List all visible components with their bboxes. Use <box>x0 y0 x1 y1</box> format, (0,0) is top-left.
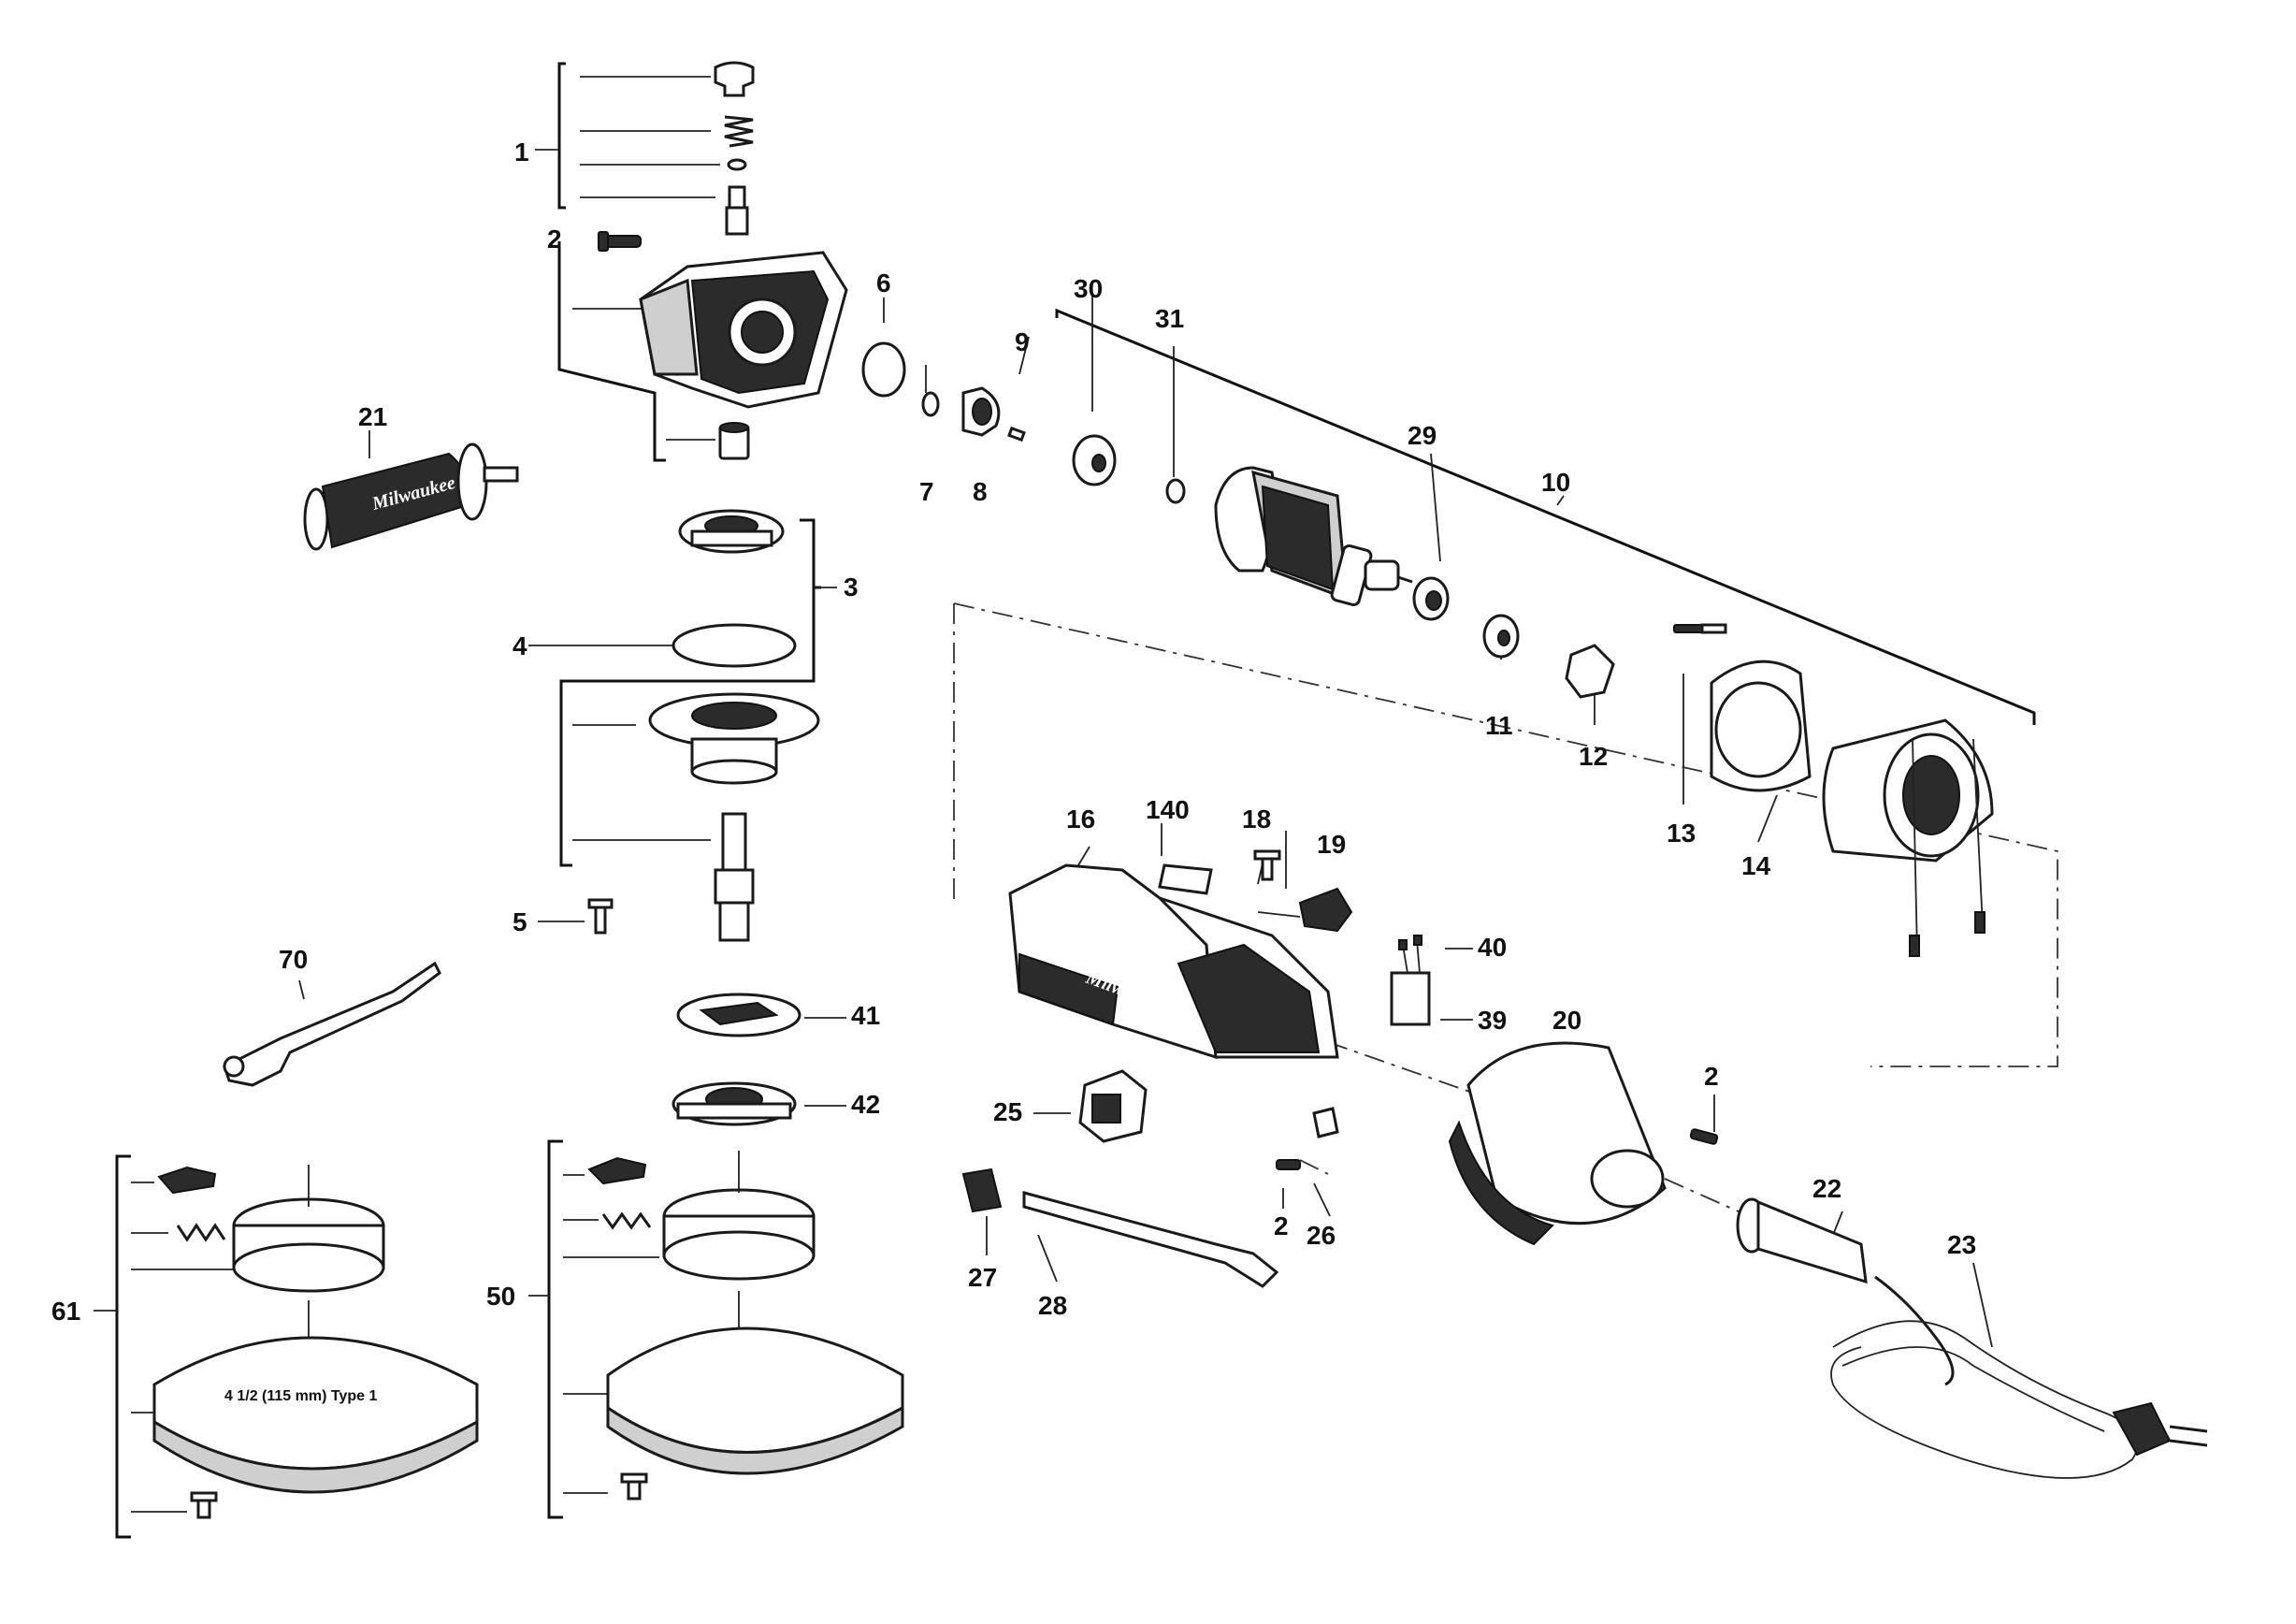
assembly-dashdot-lines <box>953 602 2058 1217</box>
screw-2-rear <box>1689 1128 1719 1145</box>
part-leaders <box>298 295 1993 1348</box>
callout-21: 21 <box>358 402 387 431</box>
backing-flange-42 <box>671 1081 797 1126</box>
baffle-14 <box>1710 660 1812 792</box>
o-ring-6 <box>861 341 906 398</box>
field-stator <box>1822 718 1994 957</box>
guard-marking-text: 4 1/2 (115 mm) Type 1 <box>224 1388 377 1404</box>
callout-6: 6 <box>876 268 891 297</box>
guard-assembly-61: 4 1/2 (115 mm) Type 1 <box>152 1165 479 1519</box>
bearing-29 <box>1412 576 1450 621</box>
spanner-wrench-70 <box>223 961 441 1087</box>
callout-39: 39 <box>1478 1006 1507 1035</box>
washer-11 <box>1482 614 1520 659</box>
spindle-lock-pin <box>725 185 749 236</box>
callout-70: 70 <box>279 945 308 974</box>
callout-18: 18 <box>1242 805 1271 834</box>
callout-5: 5 <box>513 907 527 936</box>
callout-23: 23 <box>1947 1230 1976 1259</box>
callout-10: 10 <box>1541 468 1570 497</box>
callout-3: 3 <box>844 573 859 602</box>
power-cord-23 <box>1830 1275 2208 1479</box>
o-ring-4 <box>671 623 797 668</box>
callout-25: 25 <box>993 1097 1022 1126</box>
bearing-8 <box>961 386 1001 437</box>
callout-12: 12 <box>1579 742 1608 771</box>
callout-11: 11 <box>1485 711 1513 740</box>
callout-14: 14 <box>1741 851 1771 880</box>
callout-28: 28 <box>1038 1291 1067 1320</box>
callout-27: 27 <box>968 1263 997 1292</box>
screw-2-lower <box>1276 1159 1301 1170</box>
callout-13: 13 <box>1667 819 1696 848</box>
callout-41: 41 <box>851 1001 880 1030</box>
label-140 <box>1158 863 1213 895</box>
callout-19: 19 <box>1317 830 1346 859</box>
callout-9: 9 <box>1015 327 1030 356</box>
callout-29: 29 <box>1408 421 1437 450</box>
lock-nut-41 <box>676 993 801 1037</box>
callout-7: 7 <box>919 477 934 506</box>
callout-31: 31 <box>1155 304 1184 333</box>
callout-2-top: 2 <box>547 225 562 254</box>
callout-40: 40 <box>1478 933 1507 962</box>
callout-1: 1 <box>514 138 529 167</box>
armature <box>1214 466 1413 607</box>
screw-13 <box>1673 623 1727 634</box>
callout-50: 50 <box>486 1282 515 1311</box>
callout-2-lower: 2 <box>1274 1211 1289 1240</box>
carbon-brush-39 <box>1390 971 1431 1026</box>
cord-protector-22 <box>1736 1197 1868 1284</box>
bracket-group-50 <box>528 1139 659 1519</box>
screw-18 <box>1253 849 1281 881</box>
brush-holder-19 <box>1257 887 1353 933</box>
callout-2-rear: 2 <box>1704 1062 1719 1091</box>
switch-lever-28 <box>1022 1191 1279 1288</box>
spindle <box>714 812 755 942</box>
end-cap-20 <box>1448 1041 1667 1246</box>
bracket-group-61 <box>94 1154 234 1539</box>
callout-30: 30 <box>1074 274 1103 303</box>
guard-assembly-50 <box>587 1151 904 1501</box>
callout-22: 22 <box>1812 1174 1841 1203</box>
wheel-flange-housing <box>648 692 820 785</box>
bracket-group-3 <box>559 518 837 867</box>
callout-20: 20 <box>1552 1006 1581 1035</box>
callout-4: 4 <box>513 631 527 660</box>
callout-labels: 1 2 3 4 5 6 7 8 9 10 11 12 13 14 16 18 1… <box>51 138 1976 1326</box>
callout-140: 140 <box>1146 795 1190 824</box>
spindle-lock-spring <box>724 115 754 148</box>
bracket-group-1 <box>535 62 720 462</box>
clamp-26 <box>1312 1107 1339 1138</box>
motor-housing-16: Milwaukee <box>1008 863 1339 1060</box>
callout-8: 8 <box>973 477 988 506</box>
callout-26: 26 <box>1307 1221 1336 1250</box>
callout-61: 61 <box>51 1297 80 1326</box>
screw-5 <box>587 898 614 935</box>
brush-springs-40 <box>1398 935 1422 974</box>
retaining-ring-31 <box>1165 478 1186 504</box>
switch-button-27 <box>961 1167 1003 1213</box>
switch-25 <box>1078 1069 1148 1143</box>
screw-2-top <box>598 231 642 252</box>
washer-30 <box>1072 434 1117 486</box>
retaining-ring-7 <box>921 391 940 417</box>
gear-case <box>639 251 848 409</box>
callout-16: 16 <box>1066 805 1095 834</box>
side-handle-21: Milwaukee <box>303 442 519 551</box>
callout-42: 42 <box>851 1090 880 1119</box>
key-9 <box>1007 426 1026 442</box>
nut-12 <box>1565 644 1615 699</box>
bracket-group-10 <box>1055 308 2036 725</box>
bearing-cap <box>678 509 785 554</box>
spindle-lock-button <box>714 61 755 97</box>
spindle-lock-washer <box>727 158 747 171</box>
needle-bearing <box>718 422 750 460</box>
